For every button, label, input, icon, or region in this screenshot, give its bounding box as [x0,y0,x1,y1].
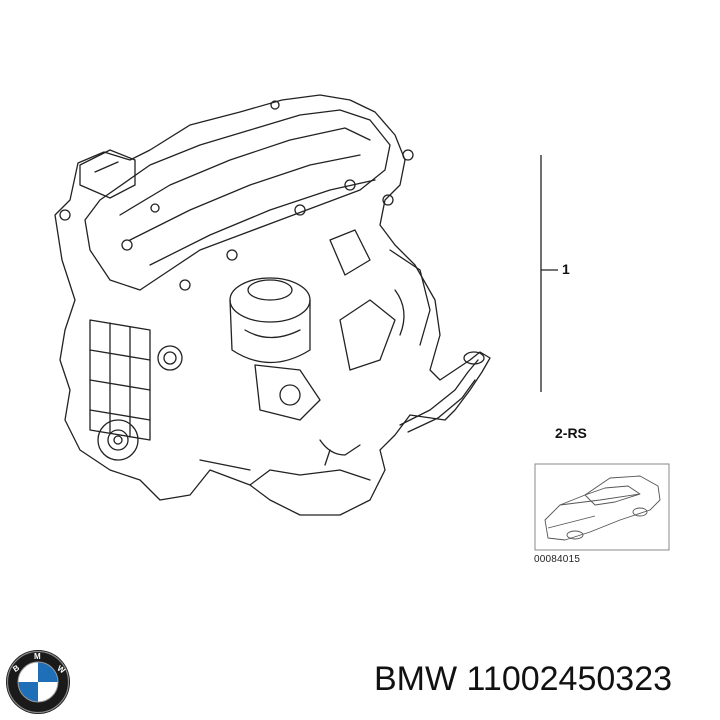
thumbnail-code: 00084015 [534,554,581,565]
part-caption: BMW 11002450323 [374,660,673,698]
engine-illustration [54,94,491,516]
svg-text:W: W [55,664,67,676]
svg-text:M: M [34,652,41,661]
callout-number: 1 [562,261,570,277]
vehicle-thumbnail [534,463,670,551]
callout-bracket [540,155,558,392]
bmw-roundel-icon: B M W [6,650,70,714]
reference-label: 2-RS [555,425,587,441]
svg-text:B: B [11,663,21,674]
